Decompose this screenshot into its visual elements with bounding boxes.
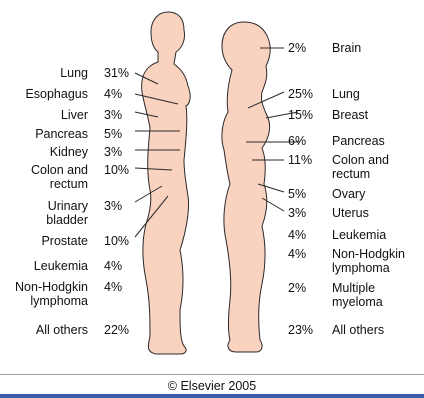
female-site-label: Leukemia	[332, 228, 386, 242]
male-site-label: Kidney	[50, 145, 88, 159]
male-percentage: 3%	[104, 145, 122, 159]
female-site-label: Lung	[332, 87, 360, 101]
female-leader-line	[262, 198, 284, 211]
male-leader-line	[135, 73, 158, 84]
male-leader-line	[135, 112, 158, 117]
female-site-label: All others	[332, 323, 384, 337]
female-percentage: 15%	[288, 108, 313, 122]
male-leader-line	[135, 186, 162, 202]
female-percentage: 23%	[288, 323, 313, 337]
footer-bar	[0, 394, 424, 398]
female-percentage: 25%	[288, 87, 313, 101]
male-site-label: Esophagus	[25, 87, 88, 101]
male-percentage: 22%	[104, 323, 129, 337]
male-percentage: 4%	[104, 280, 122, 294]
female-site-label: Breast	[332, 108, 368, 122]
male-percentage: 4%	[104, 87, 122, 101]
male-site-label: All others	[36, 323, 88, 337]
male-percentage: 10%	[104, 163, 129, 177]
male-site-label: Leukemia	[34, 259, 88, 273]
female-site-label: Ovary	[332, 187, 365, 201]
copyright-text: © Elsevier 2005	[0, 379, 424, 393]
female-percentage: 5%	[288, 187, 306, 201]
female-percentage: 2%	[288, 281, 306, 295]
female-percentage: 3%	[288, 206, 306, 220]
female-site-label: Pancreas	[332, 134, 385, 148]
female-percentage: 6%	[288, 134, 306, 148]
female-percentage: 11%	[288, 153, 312, 167]
male-percentage: 10%	[104, 234, 129, 248]
male-site-label: Pancreas	[35, 127, 88, 141]
male-site-label: Liver	[61, 108, 88, 122]
male-percentage: 5%	[104, 127, 122, 141]
female-site-label: Uterus	[332, 206, 369, 220]
male-percentage: 3%	[104, 108, 122, 122]
male-site-label: Prostate	[41, 234, 88, 248]
female-site-label: Brain	[332, 41, 361, 55]
male-percentage: 3%	[104, 199, 122, 213]
female-percentage: 2%	[288, 41, 306, 55]
male-leader-line	[135, 196, 168, 237]
male-leader-line	[135, 94, 178, 104]
female-leader-line	[258, 184, 284, 192]
male-percentage: 31%	[104, 66, 129, 80]
female-percentage: 4%	[288, 228, 306, 242]
footer-divider	[0, 374, 424, 375]
female-leader-line	[248, 92, 284, 108]
male-leader-line	[135, 168, 172, 170]
male-site-label: Lung	[60, 66, 88, 80]
female-percentage: 4%	[288, 247, 306, 261]
male-percentage: 4%	[104, 259, 122, 273]
